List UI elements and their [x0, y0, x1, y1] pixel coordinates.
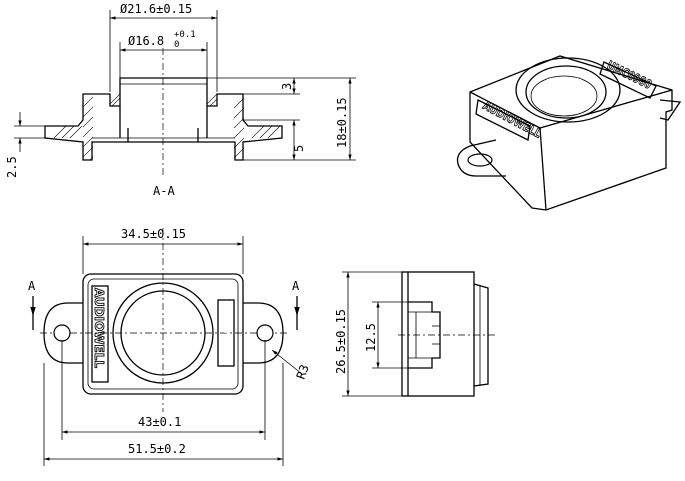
dim-inner-12-5: 12.5: [364, 323, 378, 352]
section-marker-right: A: [292, 279, 300, 293]
top-brand-text: AUDIOWELL: [92, 288, 106, 368]
iso-sound-port-inner: [525, 65, 607, 119]
mount-ear-left: [43, 302, 83, 364]
top-model-text: UMC0980: [220, 300, 234, 364]
section-caption: A-A: [153, 184, 175, 198]
side-sound-port: [473, 283, 489, 387]
top-sound-port-outer: [112, 282, 214, 384]
dim-radius: R3: [294, 363, 312, 381]
dim-inner-tolerance-lower: 0: [174, 40, 179, 50]
top-body-outline: [82, 273, 244, 395]
section-marker-left: A: [28, 279, 36, 293]
iso-body-outline: [469, 55, 673, 211]
dim-body-width: 34.5±0.15: [121, 227, 186, 241]
isometric-view: AUDIOWELL UMC0980: [456, 55, 682, 211]
dim-body-height: 26.5±0.15: [334, 309, 348, 374]
top-sound-port-inner: [120, 290, 206, 376]
iso-sound-port-outer: [515, 57, 621, 123]
top-view: AUDIOWELL UMC0980 34.5±0.15 43±0.1 51.5±…: [28, 227, 312, 466]
dim-flange-2-5: 2.5: [5, 156, 19, 178]
iso-model-text: UMC0980: [605, 59, 654, 92]
mount-hole-left: [53, 324, 71, 342]
dim-inner-diameter: Ø16.8: [128, 34, 164, 48]
dim-inner-tolerance-upper: +0.1: [174, 30, 196, 40]
dim-height-3: 3: [280, 83, 294, 90]
dim-outer-diameter: Ø21.6±0.15: [120, 2, 192, 16]
dim-height-5: 5: [292, 145, 306, 152]
mount-ear-right: [243, 302, 284, 364]
side-body-outline: [401, 271, 475, 397]
dim-total-width: 51.5±0.2: [128, 442, 186, 456]
section-outline: [44, 77, 283, 161]
section-view: Ø21.6±0.15 Ø16.8 +0.1 0 3 5 18±0.15 2.5 …: [5, 2, 356, 198]
mount-hole-right: [256, 324, 274, 342]
dim-total-height: 18±0.15: [335, 97, 349, 148]
dim-hole-pitch: 43±0.1: [138, 415, 181, 429]
side-view: 26.5±0.15 12.5: [334, 271, 496, 397]
iso-mount-hole-left: [467, 153, 493, 167]
